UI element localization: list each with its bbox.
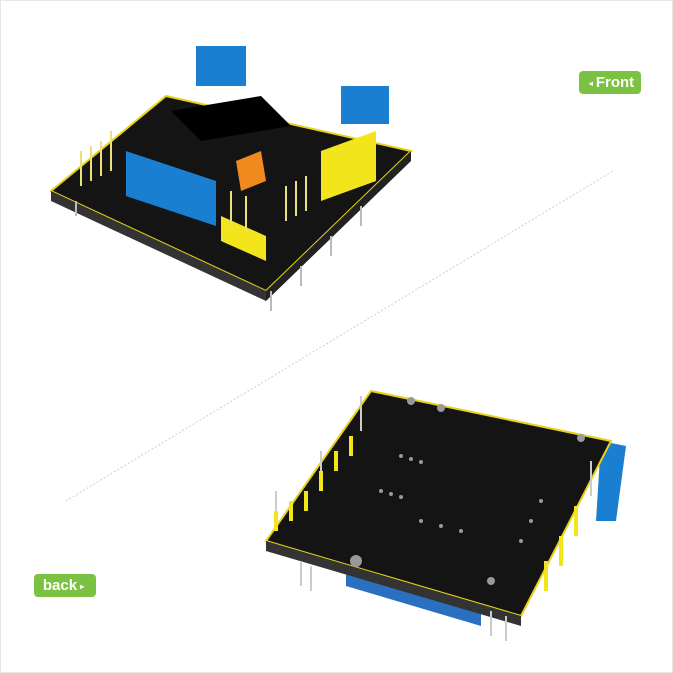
front-label: ◂Front (579, 71, 641, 94)
yellow-header (321, 131, 376, 201)
terminal-block-right (341, 86, 389, 124)
divider-line (65, 170, 614, 502)
front-board (49, 46, 414, 311)
back-label-text: back (42, 577, 78, 594)
terminal-block-front (126, 151, 216, 226)
arrow-right-icon: ▸ (80, 581, 85, 591)
arrow-left-icon: ◂ (588, 78, 593, 88)
front-label-text: Front (595, 74, 635, 91)
back-label: back▸ (34, 574, 96, 597)
back-board (264, 389, 626, 641)
terminal-block-top (196, 46, 246, 86)
